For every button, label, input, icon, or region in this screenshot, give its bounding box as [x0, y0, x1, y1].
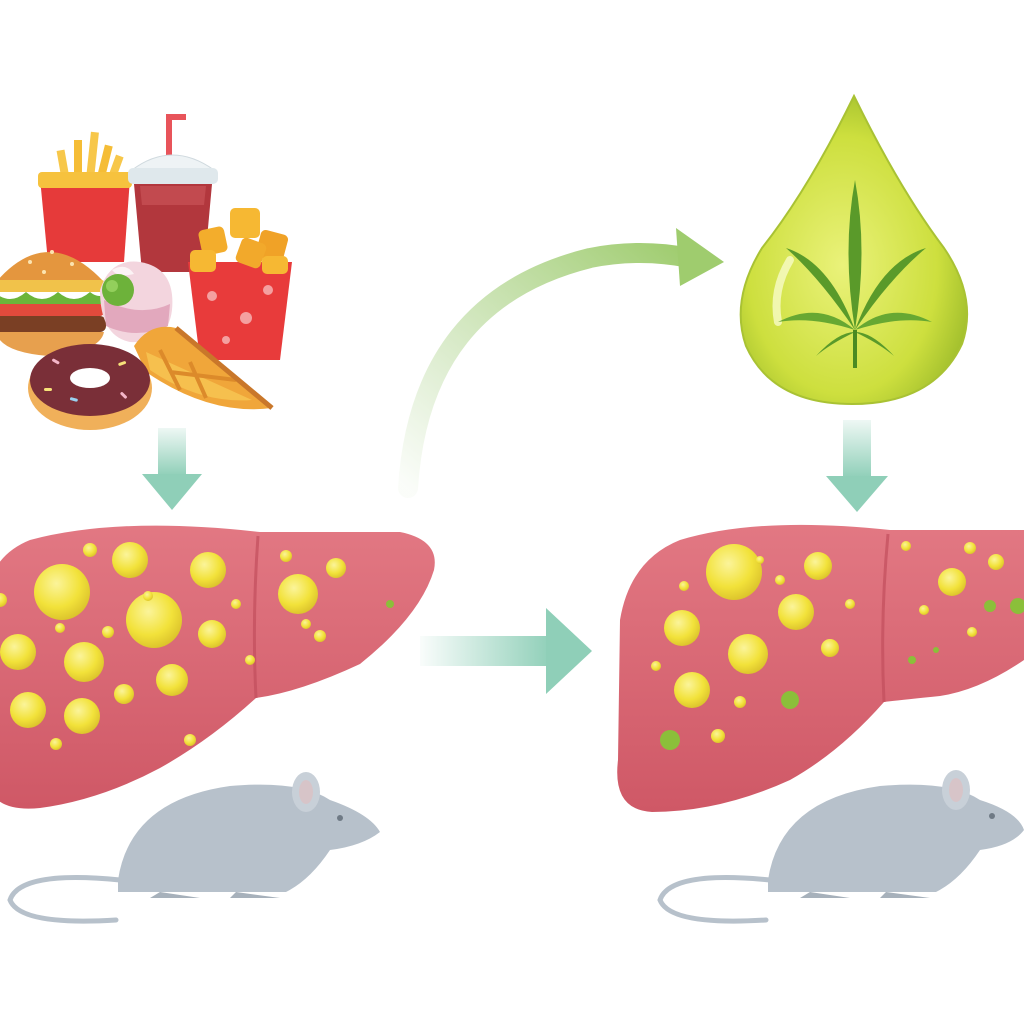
green-spot — [1010, 598, 1024, 614]
treated-liver-icon — [617, 524, 1024, 812]
fat-droplet — [651, 661, 661, 671]
fat-droplet — [156, 664, 188, 696]
green-spot — [386, 600, 394, 608]
fat-droplet — [198, 620, 226, 648]
fat-droplet — [901, 541, 911, 551]
fat-droplet — [64, 642, 104, 682]
fat-droplet — [190, 552, 226, 588]
fat-droplet — [679, 581, 689, 591]
ice-cream-icon — [100, 261, 173, 343]
popcorn-icon — [188, 208, 292, 360]
fat-droplet — [967, 627, 977, 637]
fat-droplet — [756, 556, 764, 564]
fat-droplet — [83, 543, 97, 557]
fat-droplets-right — [651, 541, 1024, 750]
fat-droplet — [326, 558, 346, 578]
junk-food-pile-icon — [0, 114, 292, 430]
pizza-slice-icon — [134, 326, 274, 410]
fat-droplet — [10, 692, 46, 728]
fat-droplet — [231, 599, 241, 609]
fat-droplet — [143, 591, 153, 601]
fat-droplet — [919, 605, 929, 615]
fat-droplet — [64, 698, 100, 734]
fat-droplet — [664, 610, 700, 646]
fat-droplet — [804, 552, 832, 580]
green-spot — [984, 600, 996, 612]
fat-droplet — [674, 672, 710, 708]
fat-droplet — [280, 550, 292, 562]
fat-droplet — [775, 575, 785, 585]
cannabis-oil-drop-icon — [739, 93, 969, 406]
fries-icon — [38, 131, 132, 262]
fat-droplet — [711, 729, 725, 743]
fat-droplet — [102, 626, 114, 638]
fat-droplet — [964, 542, 976, 554]
fat-droplet — [114, 684, 134, 704]
fat-droplet — [845, 599, 855, 609]
arrow-food-to-liver — [142, 428, 202, 510]
mouse-icon-treated — [657, 770, 1024, 924]
fat-droplet — [34, 564, 90, 620]
green-spot — [660, 730, 680, 750]
fat-droplet — [988, 554, 1004, 570]
fat-droplet — [0, 634, 36, 670]
burger-icon — [0, 250, 108, 356]
green-spot — [781, 691, 799, 709]
fat-droplet — [0, 593, 7, 607]
fatty-liver-icon — [0, 525, 435, 809]
cannabis-leaf-icon — [778, 180, 932, 368]
fat-droplet — [314, 630, 326, 642]
fat-droplet — [245, 655, 255, 665]
mouse-icon — [7, 772, 380, 924]
donut-icon — [28, 344, 152, 430]
fat-droplet — [126, 592, 182, 648]
arrow-oil-to-liver — [826, 420, 888, 512]
green-spot — [908, 656, 916, 664]
fat-droplet — [184, 734, 196, 746]
fat-droplet — [821, 639, 839, 657]
fat-droplet — [112, 542, 148, 578]
fat-droplet — [706, 544, 762, 600]
fat-droplet — [728, 634, 768, 674]
fat-droplet — [734, 696, 746, 708]
fat-droplet — [50, 738, 62, 750]
soda-cup-icon — [128, 114, 218, 272]
fat-droplets-left — [0, 542, 394, 750]
arrow-liver-to-liver — [420, 608, 592, 694]
fat-droplet — [938, 568, 966, 596]
green-spot — [933, 647, 939, 653]
fat-droplet — [278, 574, 318, 614]
fat-droplet — [301, 619, 311, 629]
curved-arrow-to-oil — [398, 228, 724, 498]
fat-droplet — [55, 623, 65, 633]
fat-droplet — [778, 594, 814, 630]
